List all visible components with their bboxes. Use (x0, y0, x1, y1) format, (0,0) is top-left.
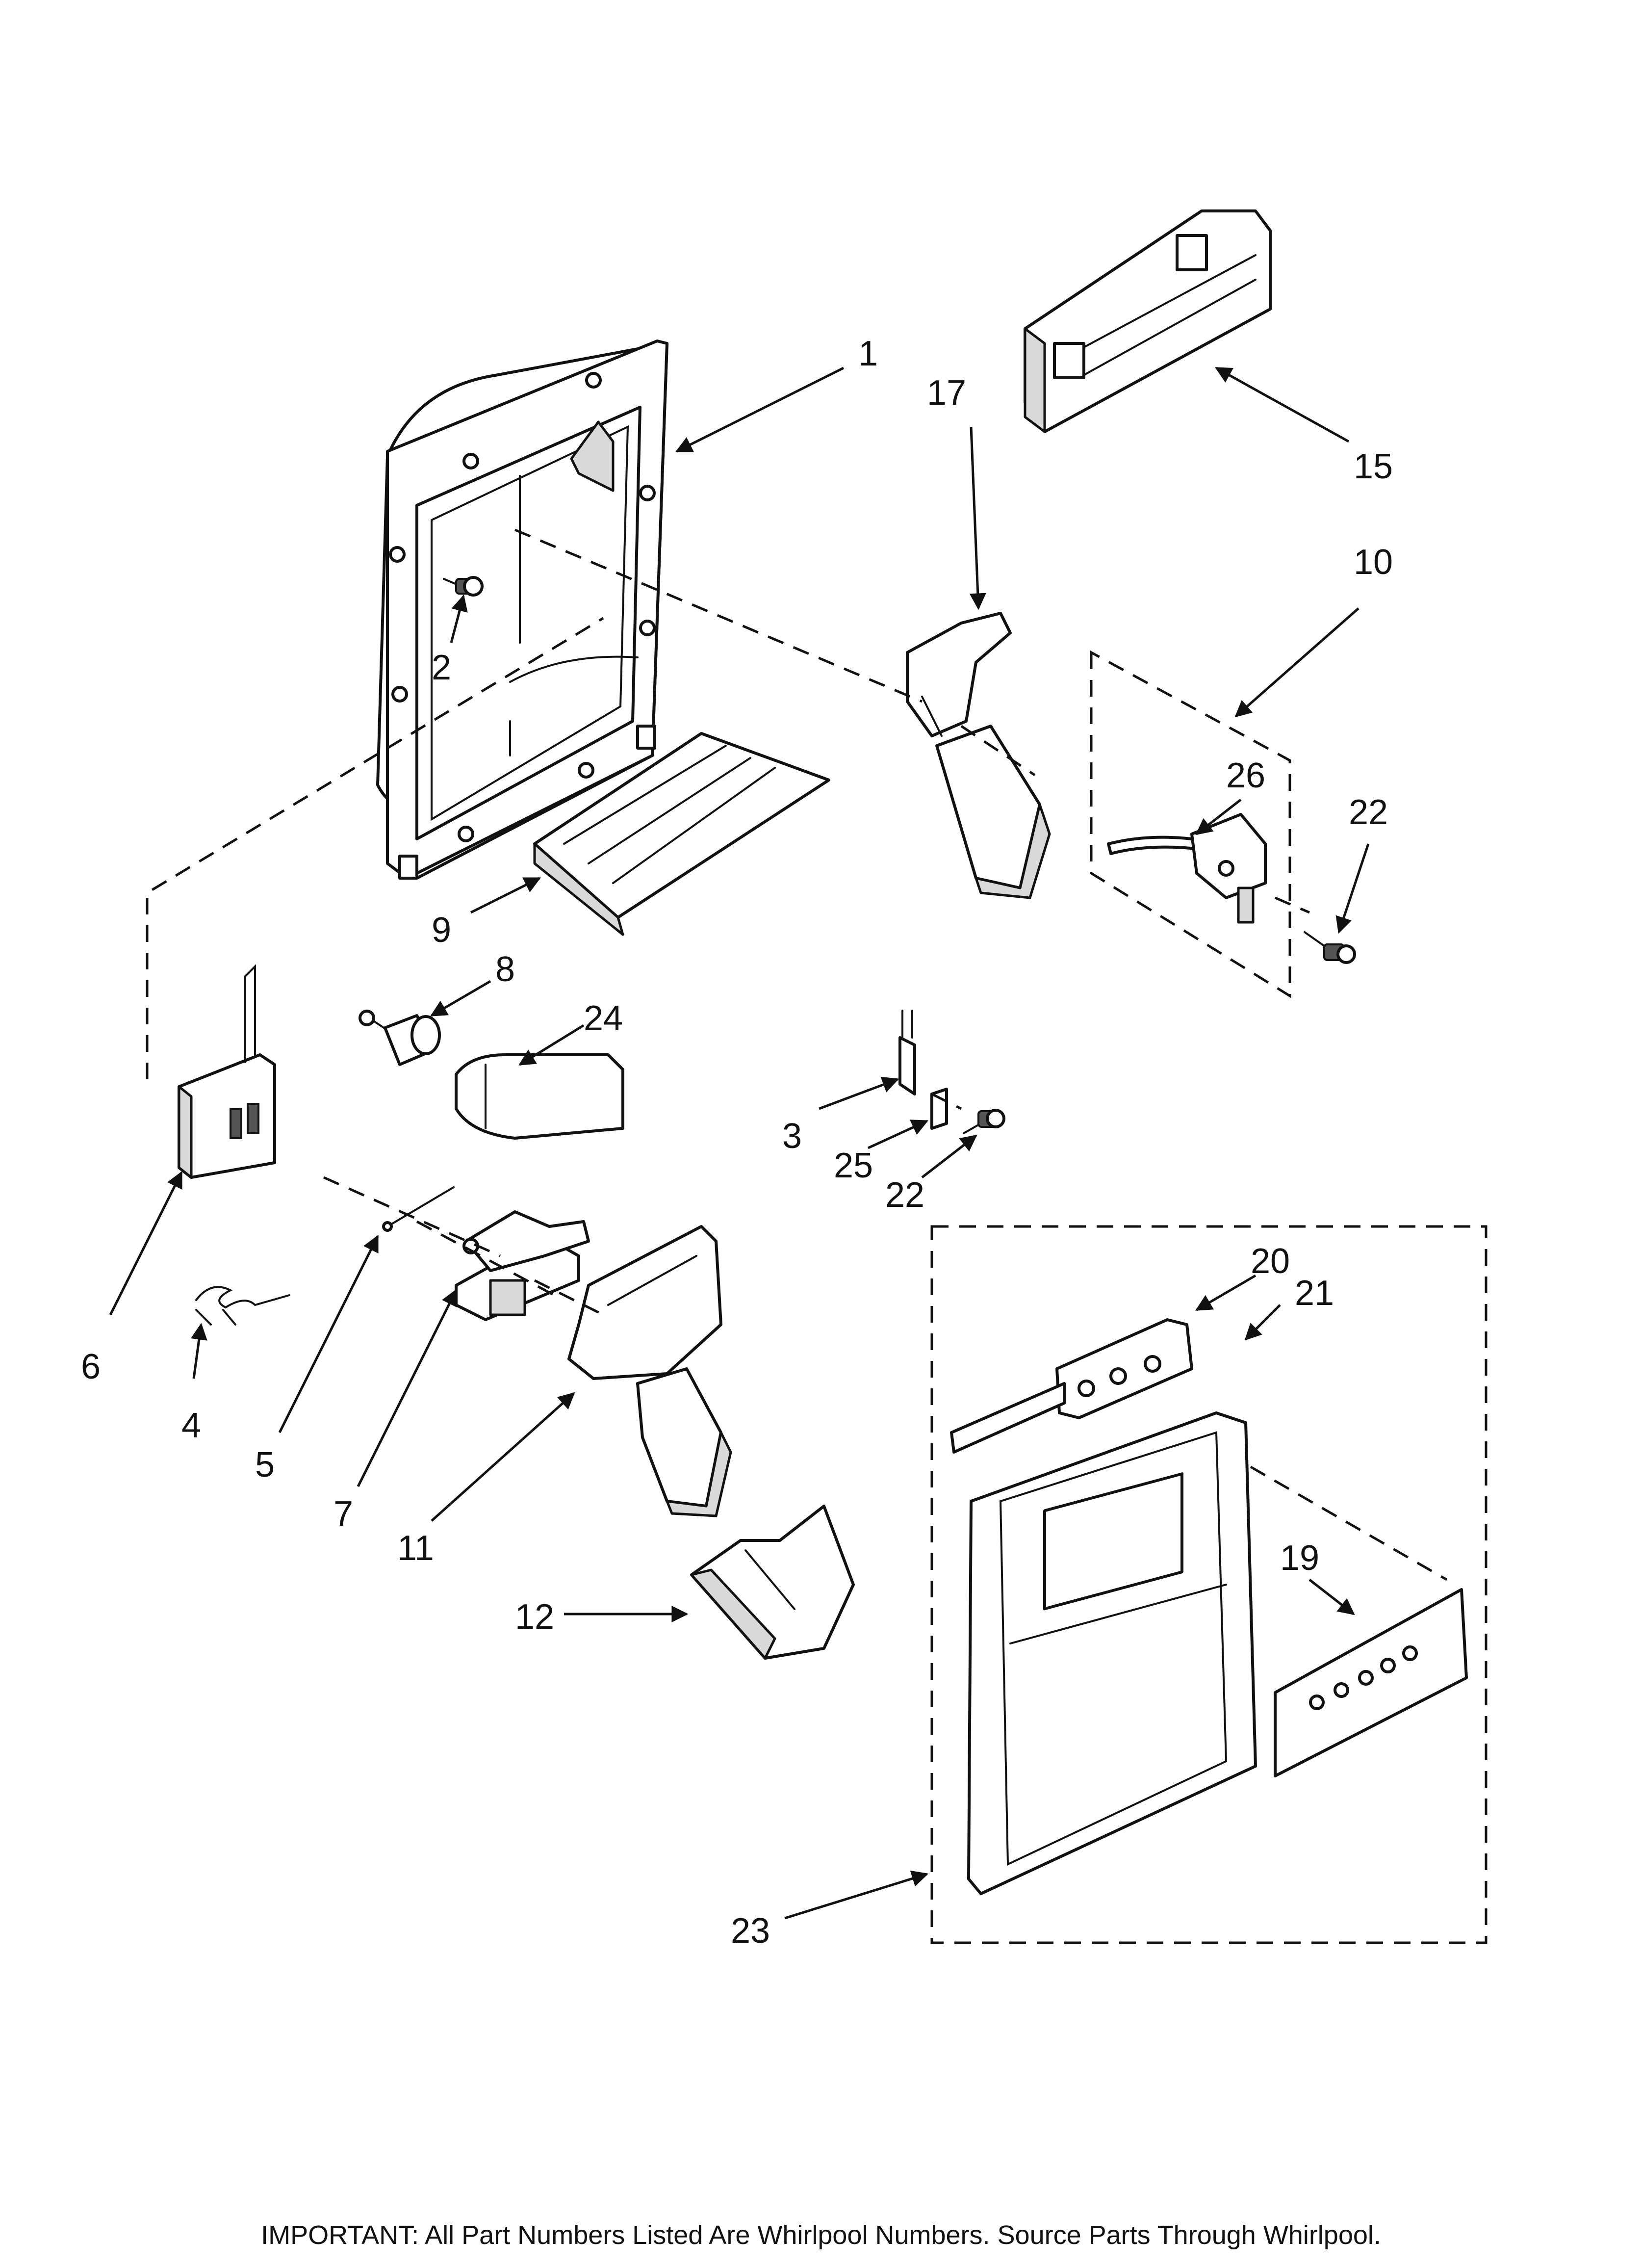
callout-22-lower: 22 (885, 1175, 924, 1215)
callout-17: 17 (927, 373, 966, 413)
part-5-pin (382, 1186, 455, 1232)
part-10-switch-assembly (1090, 650, 1291, 998)
callout-20: 20 (1251, 1242, 1290, 1281)
callout-1: 1 (858, 334, 878, 373)
callout-6: 6 (81, 1347, 101, 1386)
part-15-bracket (1024, 209, 1272, 433)
part-12-ice-chute (690, 1505, 855, 1660)
callout-24: 24 (584, 999, 623, 1038)
callout-2: 2 (432, 648, 451, 687)
callout-9: 9 (432, 911, 451, 950)
part-7-actuator (455, 1210, 590, 1321)
part-2-screw (443, 576, 484, 597)
callout-15: 15 (1354, 447, 1393, 486)
callout-22-upper: 22 (1349, 793, 1388, 832)
callout-5: 5 (255, 1445, 275, 1485)
callout-25: 25 (834, 1146, 873, 1185)
part-17-lever (906, 612, 1051, 899)
callout-labels: 1 2 17 15 10 26 22 9 8 24 3 25 22 6 4 5 … (81, 334, 1393, 1951)
leader-arrows (109, 366, 1370, 1920)
callout-4: 4 (181, 1406, 201, 1445)
part-23-front-panel-assembly (930, 1225, 1488, 1944)
part-22-screw-upper (1304, 931, 1356, 964)
callout-23: 23 (731, 1911, 770, 1951)
part-3-switch (898, 1010, 916, 1095)
part-1-dispenser-housing (376, 339, 668, 880)
alignment-lines (146, 528, 1448, 1581)
part-24-cover (455, 1053, 624, 1140)
callout-7: 7 (334, 1494, 353, 1534)
part-6-module (178, 964, 276, 1179)
part-4-spring (195, 1286, 290, 1326)
callout-10: 10 (1354, 543, 1393, 582)
footer-note: IMPORTANT: All Part Numbers Listed Are W… (261, 2220, 1381, 2250)
callout-12: 12 (515, 1597, 554, 1637)
callout-19: 19 (1280, 1538, 1319, 1578)
part-19-control-overlay (1274, 1588, 1468, 1777)
part-9-drip-tray (533, 732, 830, 936)
callout-21: 21 (1295, 1274, 1334, 1313)
callout-8: 8 (495, 950, 515, 989)
callout-3: 3 (782, 1117, 802, 1156)
callout-26: 26 (1226, 756, 1265, 795)
part-11-ice-lever (567, 1225, 732, 1517)
part-8-solenoid (359, 1010, 441, 1066)
callout-11: 11 (397, 1529, 434, 1568)
part-22-screw-lower (963, 1109, 1005, 1134)
